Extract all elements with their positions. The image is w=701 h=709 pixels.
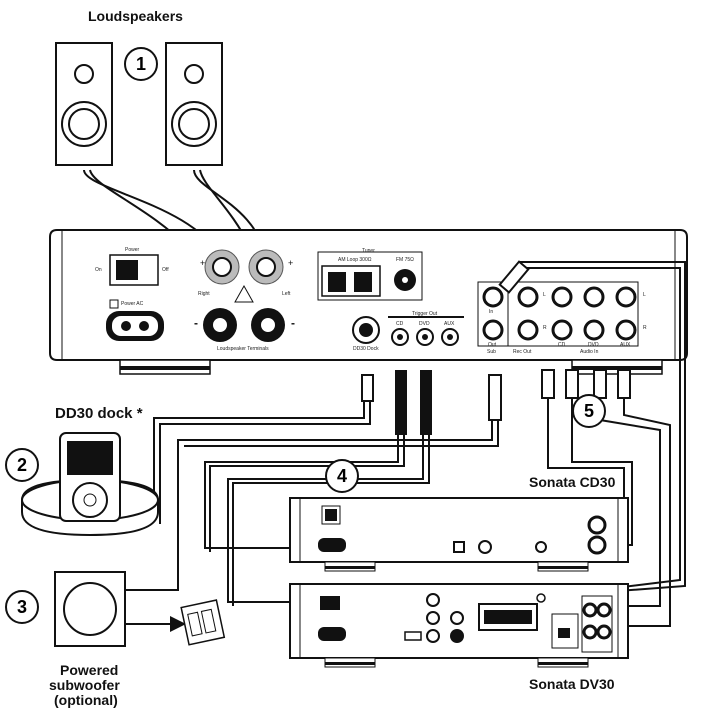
subwoofer-label-line1: Powered — [60, 662, 119, 678]
amplifier — [49, 229, 688, 375]
trigger-out-label: Trigger Out — [412, 311, 438, 317]
fm-label: FM 75Ω — [396, 257, 414, 263]
callout-4: 4 — [325, 459, 359, 493]
power-label: Power — [125, 247, 140, 253]
dd30-dock-port-label: DD30 Dock — [353, 346, 379, 352]
sonata-cd30-label: Sonata CD30 — [529, 474, 616, 490]
power-on-label: On — [95, 267, 102, 273]
subwoofer-label-line2: subwoofer — [49, 677, 120, 693]
callout-1: 1 — [124, 47, 158, 81]
audio-dvd-label: DVD — [588, 342, 599, 348]
sonata-cd30-unit — [289, 497, 629, 572]
trigger-cd-label: CD — [396, 321, 404, 327]
sonata-dv30-label: Sonata DV30 — [529, 676, 615, 692]
l-label-a: L — [543, 292, 546, 298]
audio-in-label: Audio In — [580, 349, 599, 355]
ipod-dock — [21, 432, 159, 537]
l-label-b: L — [643, 292, 646, 298]
minus-right: - — [194, 316, 198, 330]
trigger-dvd-label: DVD — [419, 321, 430, 327]
left-loudspeaker — [55, 42, 113, 166]
callout-5: 5 — [572, 394, 606, 428]
right-label: Right — [198, 291, 210, 297]
power-ac-label: Power AC — [121, 301, 144, 307]
audio-cd-label: CD — [558, 342, 566, 348]
tuner-label: Tuner — [362, 248, 375, 254]
audio-aux-label: AUX — [620, 342, 631, 348]
loudspeakers-label: Loudspeakers — [88, 8, 183, 24]
sub-out-label: Out — [488, 342, 497, 348]
subwoofer — [54, 571, 226, 647]
plus-left: + — [288, 258, 294, 268]
r-label-a: R — [543, 325, 547, 331]
rec-out-label: Rec Out — [513, 349, 532, 355]
sonata-dv30-unit — [289, 583, 629, 668]
sub-label: Sub — [487, 349, 496, 355]
left-label: Left — [282, 291, 291, 297]
callout-2: 2 — [5, 448, 39, 482]
speaker-terminals-label: Loudspeaker Terminals — [217, 346, 269, 352]
right-loudspeaker — [165, 42, 223, 166]
am-loop-label: AM Loop 300Ω — [338, 257, 372, 263]
r-label-b: R — [643, 325, 647, 331]
sub-in-label: In — [489, 309, 494, 315]
minus-left: - — [291, 316, 295, 330]
power-off-label: Off — [162, 267, 169, 273]
trigger-aux-label: AUX — [444, 321, 455, 327]
cable-plugs — [361, 260, 631, 435]
callout-3: 3 — [5, 590, 39, 624]
dd30-dock-label: DD30 dock * — [55, 405, 143, 422]
plus-right: + — [200, 258, 206, 268]
subwoofer-label-line3: (optional) — [54, 692, 118, 708]
